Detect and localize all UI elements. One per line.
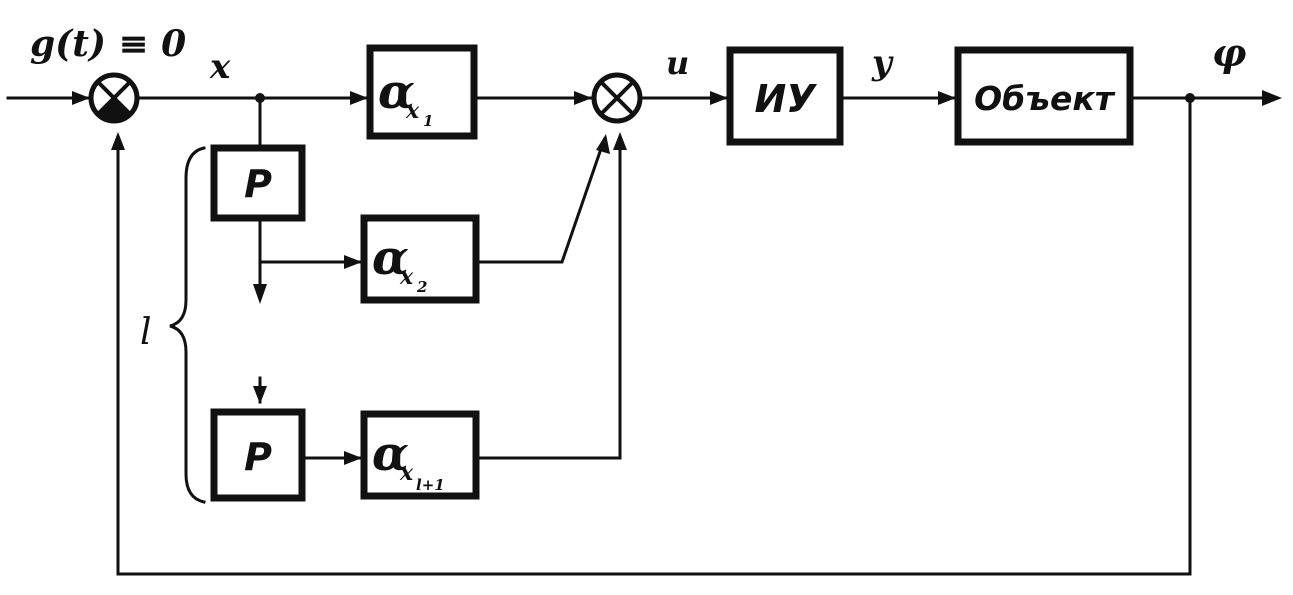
gain-1-index: 1 — [423, 112, 433, 130]
arrow-sum2-in — [574, 91, 592, 105]
p-bottom-label: P — [244, 435, 272, 479]
branch-point-x — [255, 93, 265, 103]
actuator-block: ИУ — [726, 46, 844, 146]
negative-sector — [98, 98, 130, 121]
plant-block: Объект — [954, 46, 1134, 146]
gain-2-sub: x — [399, 264, 414, 290]
x-label: x — [209, 47, 231, 87]
p-top-label: P — [244, 162, 272, 206]
plant-label: Объект — [974, 79, 1116, 118]
arrow-gain3-in — [344, 451, 362, 465]
signal-lines — [6, 96, 1270, 576]
arrow-gain2-in — [344, 255, 362, 269]
summing-junction-input — [88, 72, 140, 124]
phi-label: φ — [1212, 30, 1246, 75]
gain-3-symbol: α — [372, 426, 409, 482]
gain-block-3: α x l+1 — [360, 410, 480, 500]
stages-label: l — [140, 312, 152, 353]
gain-block-2: α x 2 — [360, 214, 480, 304]
p-block-top: P — [210, 144, 306, 222]
arrow-input — [72, 91, 90, 105]
arrowheads — [72, 90, 1282, 465]
gain-1-symbol: α — [378, 64, 415, 120]
gain3-to-sum2-line — [476, 138, 622, 460]
arrow-gain3-to-sum2 — [613, 132, 627, 150]
arrow-plant-in — [938, 91, 956, 105]
branch-point-phi — [1185, 93, 1195, 103]
arrow-feedback-in — [111, 132, 125, 150]
gain-block-1: α x 1 — [366, 44, 478, 140]
actuator-label: ИУ — [754, 77, 817, 121]
arrow-gain2-to-sum2 — [596, 134, 610, 154]
gain-1-sub: x — [405, 98, 420, 124]
arrow-gain1-in — [350, 91, 368, 105]
y-label: y — [871, 43, 894, 83]
setpoint-label: g(t) ≡ 0 — [30, 23, 186, 65]
stage-brace — [169, 146, 206, 504]
gain2-to-sum2-line — [476, 138, 606, 264]
p-block-bottom: P — [210, 408, 306, 502]
arrow-phi-out — [1262, 90, 1282, 106]
gain-3-index: l+1 — [416, 476, 445, 494]
summing-junction-control — [591, 72, 643, 124]
arrow-p1-down — [253, 284, 267, 304]
u-label: u — [666, 44, 689, 82]
arrow-p2-in — [253, 386, 267, 404]
arrow-actuator-in — [710, 91, 728, 105]
gain-2-symbol: α — [372, 230, 409, 286]
feedback-line — [116, 96, 1192, 576]
gain-3-sub: x — [399, 460, 414, 486]
gain-2-index: 2 — [416, 278, 427, 296]
